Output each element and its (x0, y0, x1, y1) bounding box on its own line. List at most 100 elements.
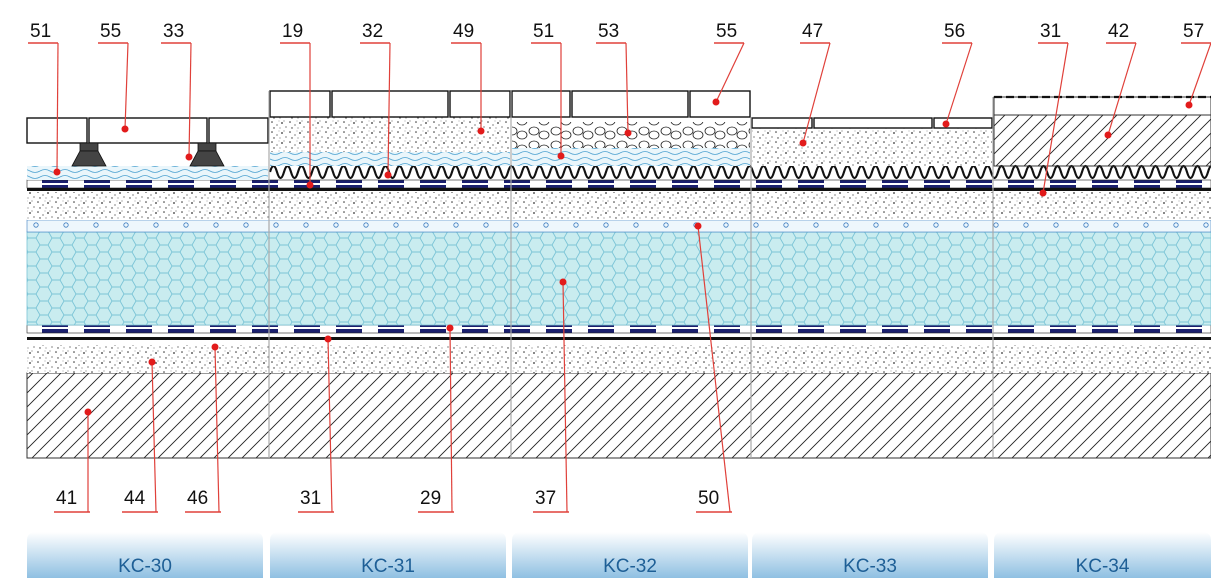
callout-label: 56 (944, 21, 965, 42)
callout-marker (53, 168, 61, 176)
callout-top-19: 19 (280, 21, 314, 189)
callout-label: 51 (533, 21, 554, 42)
structural-slab (26, 372, 1211, 459)
callout-label: 29 (420, 488, 441, 509)
callout-top-55: 55 (98, 21, 129, 133)
kc34-concrete-layer (993, 114, 1211, 167)
callout-label: 50 (698, 488, 719, 509)
callout-marker (384, 171, 392, 179)
pedestal-right (189, 142, 225, 167)
callout-bottom-50: 50 (694, 222, 732, 513)
tab-background (994, 532, 1211, 578)
callout-label: 47 (802, 21, 823, 42)
callout-top-55: 55 (712, 21, 745, 106)
leader-line (214, 346, 220, 513)
callout-marker (1185, 101, 1193, 109)
kc31-water-layer (270, 152, 510, 166)
leader-line (449, 327, 453, 513)
kc31-tile-3 (449, 90, 511, 118)
callout-bottom-44: 44 (122, 358, 158, 513)
tab-kc-31[interactable]: KC-31 (270, 532, 506, 578)
leader-line (562, 281, 568, 513)
callout-marker (306, 181, 314, 189)
thermal-insulation (26, 231, 1211, 326)
tab-label: KC-33 (843, 556, 897, 577)
callout-marker (84, 408, 92, 416)
callout-label: 31 (300, 488, 321, 509)
callout-marker (121, 125, 129, 133)
kc33-tile-3 (933, 117, 993, 129)
callout-label: 53 (598, 21, 619, 42)
section-dividers (268, 91, 994, 458)
callout-marker (324, 335, 332, 343)
callout-label: 46 (187, 488, 208, 509)
leader-line (1042, 42, 1069, 194)
bitumen-line (27, 337, 1211, 340)
callout-top-31: 31 (1038, 21, 1069, 197)
tab-background (752, 532, 988, 578)
callout-label: 49 (453, 21, 474, 42)
callout-label: 55 (100, 21, 121, 42)
callout-label: 19 (282, 21, 303, 42)
callout-top-49: 49 (451, 21, 485, 135)
tab-kc-33[interactable]: KC-33 (752, 532, 988, 578)
callout-marker (1039, 189, 1047, 197)
callout-top-47: 47 (799, 21, 831, 147)
tab-kc-32[interactable]: KC-32 (512, 532, 748, 578)
leader-line (327, 338, 333, 513)
callout-marker (624, 129, 632, 137)
kc32-tile-1 (511, 90, 571, 118)
callout-marker (694, 222, 702, 230)
waterproof-membrane (26, 179, 1211, 189)
callout-label: 51 (30, 21, 51, 42)
callout-label: 32 (362, 21, 383, 42)
callout-label: 44 (124, 488, 146, 509)
callout-label: 31 (1040, 21, 1061, 42)
callout-top-57: 57 (1181, 21, 1211, 109)
kc33-gravel-bed (752, 128, 992, 166)
callout-marker (185, 153, 193, 161)
kc31-tile-2 (331, 90, 449, 118)
callout-bottom-31: 31 (298, 335, 334, 513)
kc33-tile-1 (751, 117, 813, 129)
callout-top-53: 53 (596, 21, 632, 137)
leader-line (697, 225, 731, 513)
kc31-gravel-bed (270, 117, 510, 152)
tab-kc-34[interactable]: KC-34 (994, 532, 1211, 578)
kc34-top-layer (993, 96, 1211, 116)
callout-top-51: 51 (531, 21, 565, 160)
pedestal-left (71, 142, 107, 167)
kc32-tile-2 (571, 90, 689, 118)
leader-line (1188, 42, 1211, 106)
tab-kc-30[interactable]: KC-30 (27, 532, 263, 578)
kc30-tile-3 (208, 117, 269, 144)
callout-marker (557, 152, 565, 160)
upper-screed (27, 192, 1211, 220)
kc30-water-layer (27, 166, 268, 180)
callout-top-33: 33 (161, 21, 193, 161)
tab-label: KC-30 (118, 556, 172, 577)
callout-marker (559, 278, 567, 286)
leader-line (625, 42, 629, 134)
drainage-profile (268, 164, 1211, 180)
tab-label: KC-34 (1076, 556, 1130, 577)
callout-label: 42 (1108, 21, 1129, 42)
callout-marker (477, 127, 485, 135)
callout-marker (942, 120, 950, 128)
callout-marker (148, 358, 156, 366)
leader-line (124, 42, 129, 130)
callout-bottom-29: 29 (418, 324, 454, 513)
callout-top-32: 32 (360, 21, 392, 179)
leader-line (56, 42, 59, 173)
callout-marker (446, 324, 454, 332)
kc32-tile-3 (689, 90, 751, 118)
callout-bottom-37: 37 (533, 278, 569, 513)
drainage-dots-layer (26, 219, 1211, 233)
leader-line (802, 42, 831, 144)
callout-label: 33 (163, 21, 184, 42)
leader-line (387, 42, 391, 176)
callout-bottom-46: 46 (185, 343, 221, 513)
